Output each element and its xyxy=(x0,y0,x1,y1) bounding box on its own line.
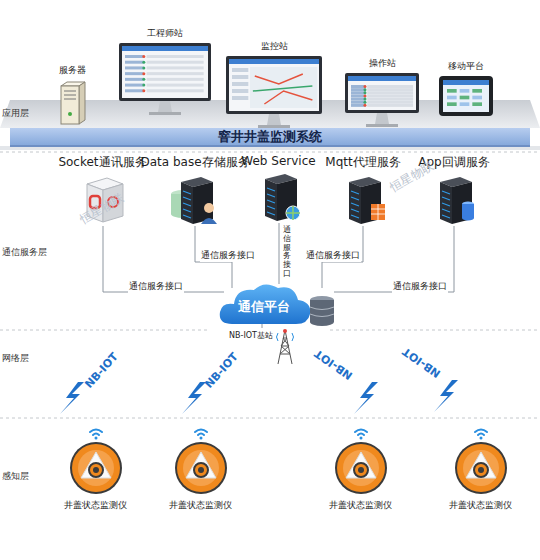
node-col: Web Service xyxy=(238,154,319,223)
node-label: Socket通讯服务 xyxy=(58,154,146,171)
icon-holder xyxy=(226,56,322,128)
icon-holder xyxy=(169,174,221,226)
node-label: 移动平台 xyxy=(448,60,484,73)
icon-holder xyxy=(439,76,493,116)
cloud-text-box: 通信平台 xyxy=(218,298,310,316)
server-icon xyxy=(57,80,87,126)
icon-holder xyxy=(253,171,305,223)
node-label: 井盖状态监测仪 xyxy=(329,499,392,512)
node-col: 移动平台 xyxy=(437,60,495,116)
icon-holder xyxy=(64,424,128,496)
network-tag: NB-IOT xyxy=(400,345,443,380)
network-tag: NB-IOT xyxy=(202,350,241,391)
server-rack-icon xyxy=(253,171,305,223)
icon-holder xyxy=(345,73,419,127)
node-label: Data base存储服务 xyxy=(140,154,249,171)
icon-holder xyxy=(329,424,393,496)
layer-name: 应用层 xyxy=(2,107,29,120)
manhole-monitor-icon xyxy=(329,424,393,496)
node-col: 服务器 xyxy=(55,64,89,126)
monitor-icon xyxy=(119,43,211,115)
layer-name: 网络层 xyxy=(2,352,29,365)
tower-art xyxy=(275,328,295,366)
node-label: 操作站 xyxy=(369,57,396,70)
interface-label: 通信服务接口 xyxy=(392,280,448,293)
server-rack-icon xyxy=(169,174,221,226)
layer-divider xyxy=(0,152,540,418)
node-label: 通信平台 xyxy=(218,298,310,316)
node-label: 监控站 xyxy=(261,40,288,53)
lightning-bolt xyxy=(60,380,458,414)
node-dev: 井盖状态监测仪 xyxy=(446,424,515,512)
node-label: 服务器 xyxy=(59,64,86,77)
node-label: 窨井井盖监测系统 xyxy=(218,128,322,146)
monitor-icon xyxy=(226,56,322,128)
node-label: NB-IOT基站 xyxy=(229,330,273,341)
node-col: 监控站 xyxy=(224,40,324,128)
icon-holder xyxy=(57,80,87,126)
node-dev: 井盖状态监测仪 xyxy=(326,424,395,512)
node-label: 井盖状态监测仪 xyxy=(64,499,127,512)
icon-holder xyxy=(428,174,480,226)
server-rack-icon xyxy=(337,174,389,226)
base-station-tower xyxy=(275,328,295,366)
icon-holder xyxy=(449,424,513,496)
node-dev: 井盖状态监测仪 xyxy=(166,424,235,512)
server-rack-icon xyxy=(428,174,480,226)
layer-name: 通信服务层 xyxy=(2,246,47,259)
interface-label: 通信服务接口 xyxy=(128,280,184,293)
node-dev: 井盖状态监测仪 xyxy=(61,424,130,512)
node-label: 工程师站 xyxy=(147,27,183,40)
node-band: 窨井井盖监测系统 xyxy=(10,128,530,147)
manhole-monitor-icon xyxy=(64,424,128,496)
manhole-monitor-icon xyxy=(449,424,513,496)
interface-label: 通信服务接口 xyxy=(282,226,292,279)
node-label: 井盖状态监测仪 xyxy=(169,499,232,512)
network-tag: NB-IOT xyxy=(312,347,355,382)
layer-name: 感知层 xyxy=(2,470,29,483)
icon-holder xyxy=(337,174,389,226)
manhole-monitor-icon xyxy=(169,424,233,496)
interface-label: 通信服务接口 xyxy=(200,249,256,262)
tablet-icon xyxy=(439,76,493,116)
node-col: 操作站 xyxy=(343,57,421,127)
node-label: 井盖状态监测仪 xyxy=(449,499,512,512)
node-cloud: 通信平台 xyxy=(218,280,336,328)
connector-line xyxy=(262,324,263,328)
interface-label: 通信服务接口 xyxy=(305,249,361,262)
node-label: Mqtt代理服务 xyxy=(325,154,400,171)
icon-holder xyxy=(119,43,211,115)
node-col: Data base存储服务 xyxy=(137,154,253,226)
monitor-icon xyxy=(345,73,419,127)
connector-line xyxy=(279,223,280,284)
network-tag: NB-IOT xyxy=(82,350,121,391)
icon-holder xyxy=(169,424,233,496)
node-col: 工程师站 xyxy=(117,27,213,115)
node-label: Web Service xyxy=(241,154,315,168)
